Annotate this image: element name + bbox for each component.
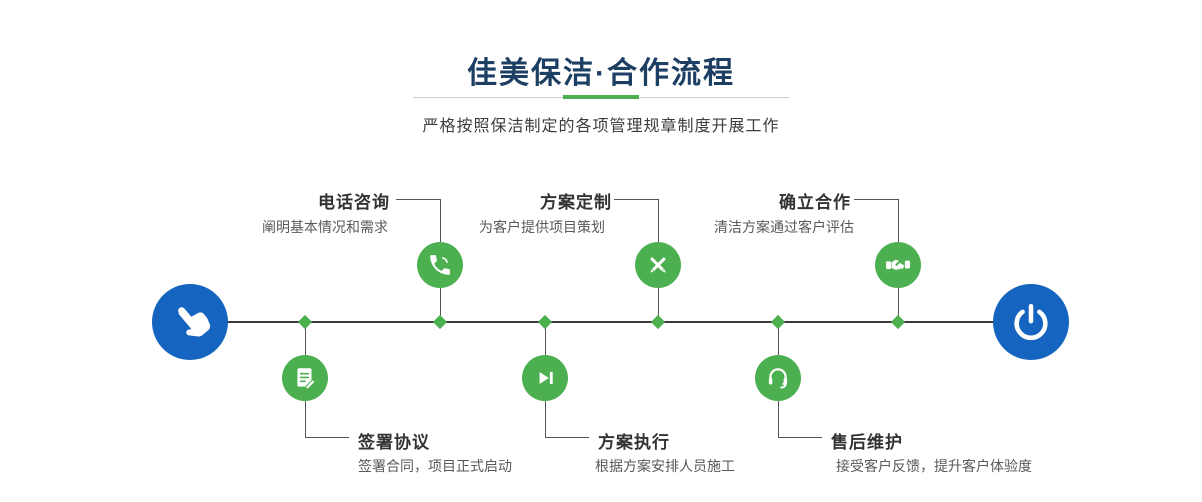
step-title: 签署协议	[358, 433, 430, 452]
connector	[545, 437, 589, 438]
connector	[854, 199, 898, 200]
connector	[305, 323, 306, 355]
step-title: 方案执行	[598, 433, 670, 452]
step-title: 电话咨询	[318, 193, 390, 212]
hand-pointer-icon	[169, 301, 211, 343]
connector	[440, 199, 441, 242]
connector	[305, 437, 349, 438]
page-title: 佳美保洁·合作流程	[467, 57, 735, 90]
connector	[898, 288, 899, 321]
step-desc: 根据方案安排人员施工	[595, 458, 735, 474]
connector	[305, 401, 306, 438]
step-node-design	[635, 242, 681, 288]
timeline-junction-diamond	[297, 314, 313, 330]
timeline-junction-diamond	[650, 314, 666, 330]
timeline-junction-diamond	[537, 314, 553, 330]
power-icon	[1010, 301, 1052, 343]
step-node-handshake	[875, 242, 921, 288]
step-node-execute	[522, 355, 568, 401]
step-node-support	[755, 355, 801, 401]
title-divider-accent	[563, 95, 639, 99]
connector	[545, 401, 546, 438]
timeline-junction-diamond	[770, 314, 786, 330]
support-icon	[765, 365, 791, 391]
connector	[898, 199, 899, 242]
connector	[658, 288, 659, 321]
step-title: 确立合作	[779, 193, 851, 212]
step-node-phone	[417, 242, 463, 288]
step-desc: 为客户提供项目策划	[479, 219, 605, 235]
contract-icon	[292, 365, 318, 391]
connector	[396, 199, 440, 200]
phone-icon	[427, 252, 453, 278]
connector	[778, 323, 779, 355]
step-desc: 接受客户反馈，提升客户体验度	[836, 458, 1032, 474]
step-title: 方案定制	[540, 193, 612, 212]
connector	[614, 199, 658, 200]
connector	[778, 437, 822, 438]
step-desc: 签署合同，项目正式启动	[358, 458, 512, 474]
play-icon	[532, 365, 558, 391]
page-subtitle: 严格按照保洁制定的各项管理规章制度开展工作	[422, 118, 780, 135]
timeline-junction-diamond	[432, 314, 448, 330]
step-desc: 清洁方案通过客户评估	[714, 219, 854, 235]
connector	[658, 199, 659, 242]
step-node-contract	[282, 355, 328, 401]
timeline-line	[200, 321, 1030, 323]
connector	[545, 323, 546, 355]
connector	[778, 401, 779, 438]
step-title: 售后维护	[831, 433, 903, 452]
design-icon	[645, 252, 671, 278]
step-desc: 阐明基本情况和需求	[262, 219, 388, 235]
timeline-start-node	[152, 284, 228, 360]
timeline-end-node	[993, 284, 1069, 360]
timeline-junction-diamond	[890, 314, 906, 330]
connector	[440, 288, 441, 321]
handshake-icon	[885, 252, 911, 278]
